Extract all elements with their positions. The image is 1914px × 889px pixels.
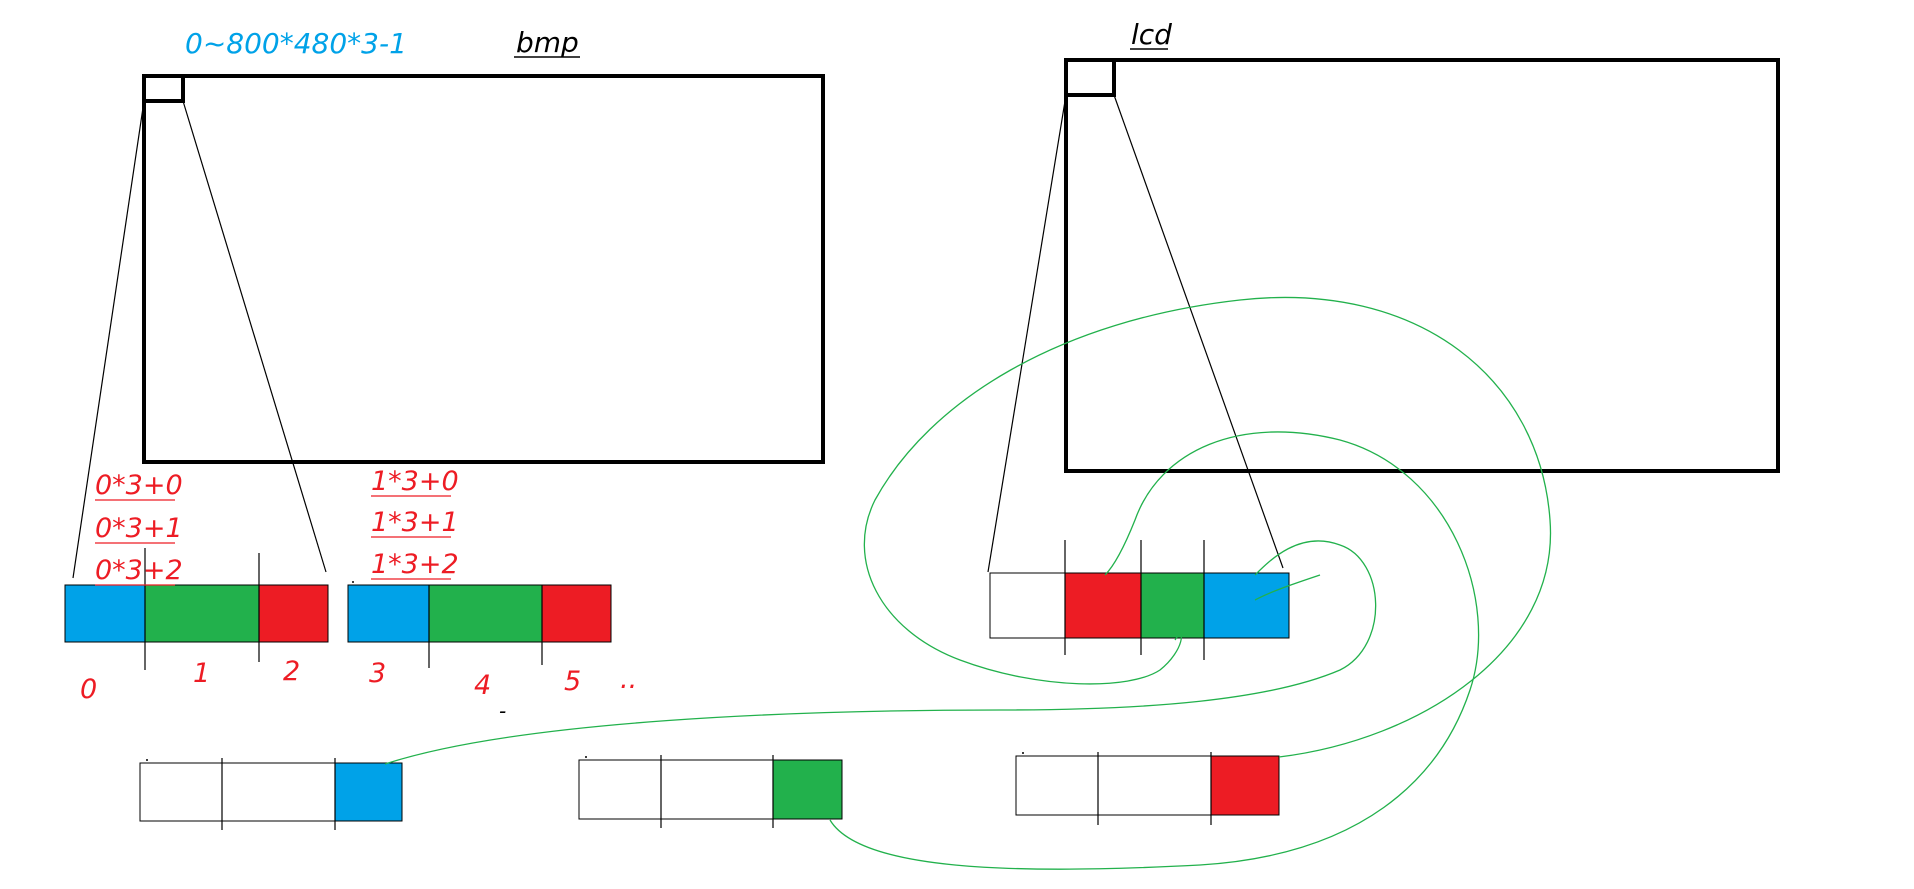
range-label: 0~800*480*3-1: [185, 27, 407, 60]
byte-index-5: 5: [564, 666, 581, 697]
bmp-zoom-line-left: [72, 100, 145, 579]
byte-index-ellipsis: ..: [620, 664, 637, 695]
bmp-byte-4-green: [428, 584, 543, 643]
stray-dash: -: [499, 699, 506, 723]
bmp-byte-2-red: [258, 584, 329, 643]
lcd-byte-green: [1140, 572, 1205, 639]
bmp-byte-3-blue: [347, 584, 430, 643]
connector-blue-channel-to-blue-byte: [384, 540, 1377, 765]
channel-blue-cell: [334, 762, 403, 822]
byte-index-0: 0: [80, 674, 97, 705]
formula-byte-4: 1*3+1: [371, 507, 459, 538]
bmp-byte-1-green: [144, 584, 260, 643]
byte-index-3: 3: [369, 658, 386, 689]
lcd-zoom-line-right: [1113, 94, 1284, 569]
lcd-title: lcd: [1131, 18, 1172, 51]
bmp-pixel-box: [142, 74, 185, 103]
bmp-byte-5-red: [541, 584, 612, 643]
sketch-dot: [585, 756, 587, 758]
bmp-screen-frame: [142, 74, 825, 464]
byte-index-4: 4: [474, 670, 491, 701]
formula-byte-5: 1*3+2: [371, 549, 459, 580]
formula-byte-3: 1*3+0: [371, 466, 459, 497]
lcd-byte-blue: [1203, 572, 1290, 639]
lcd-byte-red: [1064, 572, 1142, 639]
sketch-dot: [1022, 752, 1024, 754]
byte-index-1: 1: [193, 658, 210, 689]
lcd-pixel-box: [1064, 58, 1116, 97]
channel-green-cell: [772, 759, 843, 820]
lcd-byte-alpha: [989, 572, 1066, 639]
bmp-byte-0-blue: [64, 584, 146, 643]
lcd-screen-frame: [1064, 58, 1780, 473]
lcd-zoom-line-left: [987, 94, 1067, 573]
connector-green-channel-to-green-byte: [829, 431, 1480, 870]
channel-red-cell: [1210, 755, 1280, 816]
bmp-zoom-line-right: [182, 100, 327, 573]
formula-byte-0: 0*3+0: [95, 470, 183, 501]
connector-red-byte-to-red-channel: [863, 296, 1552, 758]
sketch-dot: [352, 581, 354, 583]
byte-index-2: 2: [283, 656, 300, 687]
formula-byte-2: 0*3+2: [95, 555, 183, 586]
sketch-dot: [146, 759, 148, 761]
bmp-title: bmp: [516, 26, 579, 59]
formula-byte-1: 0*3+1: [95, 513, 183, 544]
